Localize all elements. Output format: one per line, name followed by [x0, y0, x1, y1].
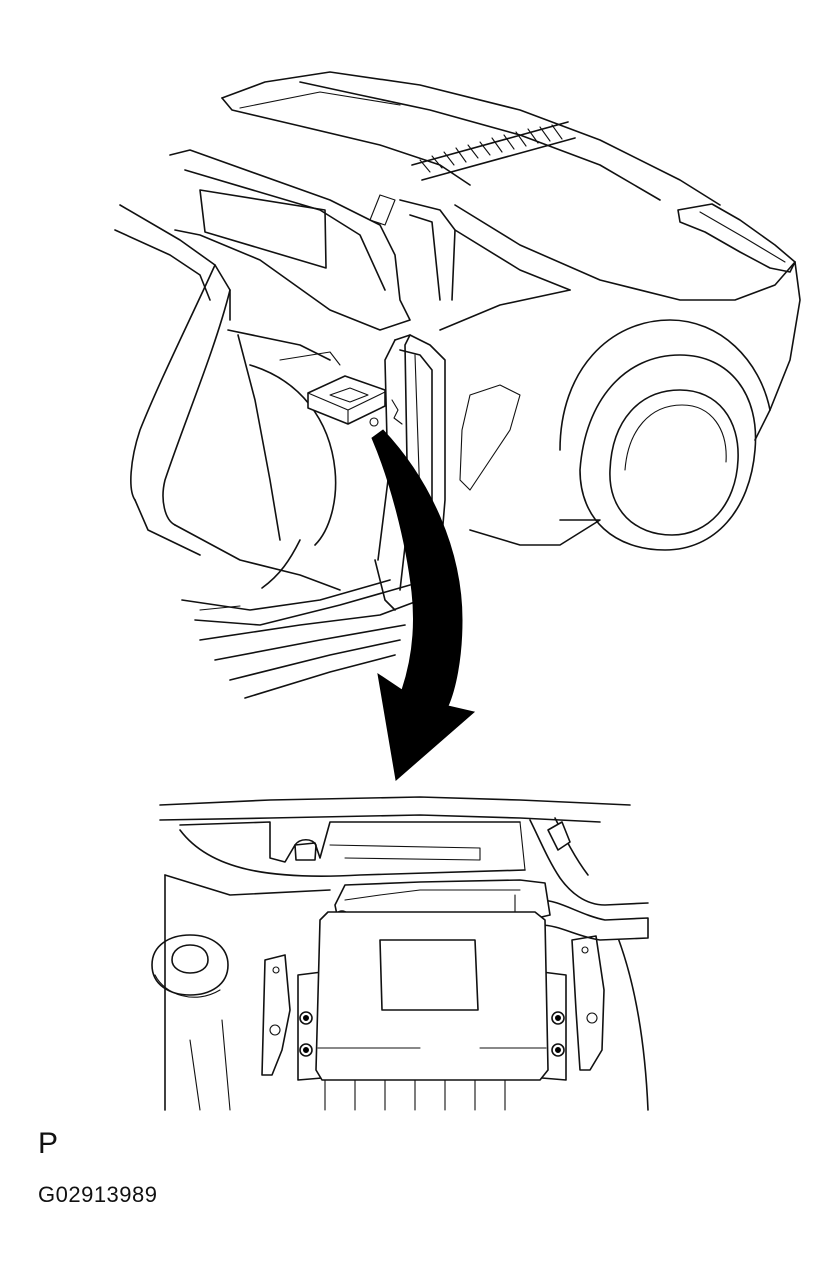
vehicle-interior-view — [115, 72, 800, 780]
figure-code-label: G02913989 — [38, 1182, 158, 1207]
upper-panel — [160, 797, 630, 876]
grommet-plug — [152, 935, 228, 997]
nut-icon — [552, 1012, 564, 1024]
mounting-nuts — [300, 1012, 564, 1056]
body-side-panel — [440, 205, 800, 545]
mounting-bracket-right — [572, 936, 604, 1070]
view-letter-label: P — [38, 1127, 59, 1160]
rear-seat — [175, 365, 410, 625]
control-module-location — [308, 376, 402, 426]
roof-panel — [222, 72, 720, 205]
module-closeup-view — [152, 797, 648, 1110]
callout-arrow — [372, 430, 474, 780]
mounting-bracket-left — [262, 955, 290, 1075]
rear-wheel — [560, 320, 770, 550]
nut-icon — [300, 1012, 312, 1024]
door-pillar — [375, 335, 445, 610]
floor-panel — [165, 875, 648, 1110]
rear-spoiler — [678, 204, 795, 272]
nut-icon — [552, 1044, 564, 1056]
interior-trim — [115, 205, 340, 555]
control-module — [316, 912, 548, 1080]
rear-window — [170, 150, 455, 330]
floor-sill — [200, 600, 420, 698]
vent-grille — [412, 122, 575, 180]
nut-icon — [300, 1044, 312, 1056]
